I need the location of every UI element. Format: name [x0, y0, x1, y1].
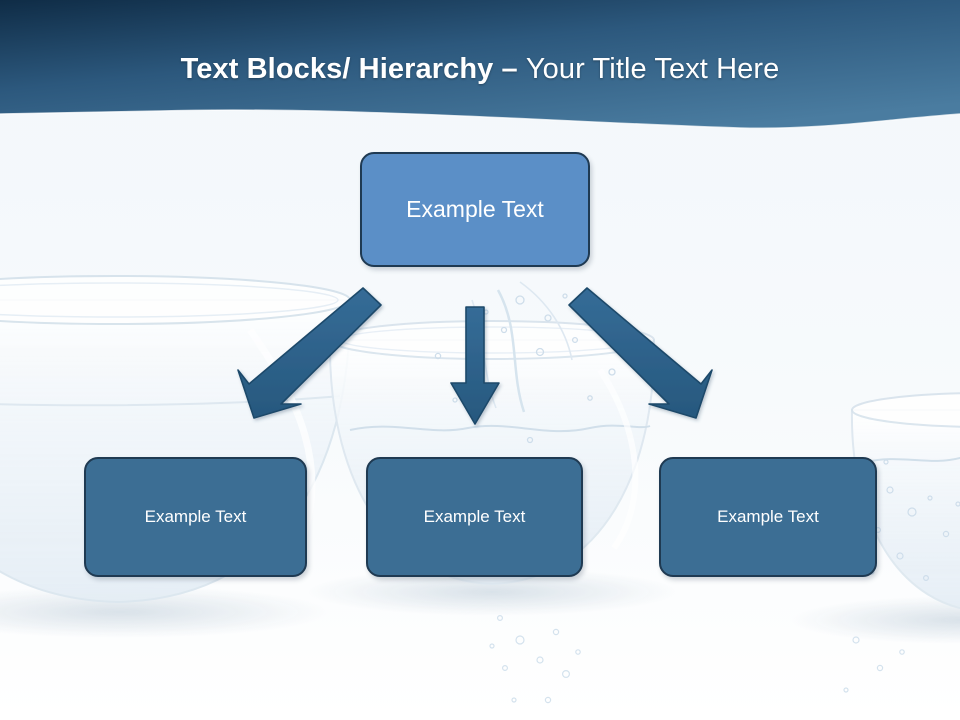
page-title-regular: Your Title Text Here [525, 53, 780, 85]
header-band [0, 0, 960, 129]
hierarchy-root-label: Example Text [406, 196, 544, 222]
hierarchy-child-label-1: Example Text [144, 507, 247, 526]
hierarchy-child-label-3: Example Text [717, 507, 819, 526]
hierarchy-child-node-2[interactable]: Example Text [366, 457, 583, 577]
hierarchy-child-node-3[interactable]: Example Text [659, 457, 877, 577]
hierarchy-child-node-1[interactable]: Example Text [84, 457, 307, 577]
arrow-down-right-icon [568, 287, 713, 419]
arrow-down-icon [450, 306, 500, 425]
arrow-down-left-icon [237, 287, 382, 419]
hierarchy-child-label-2: Example Text [423, 507, 526, 526]
page-title: Text Blocks/ Hierarchy – Your Title Text… [0, 52, 960, 86]
page-title-bold: Text Blocks/ Hierarchy [180, 53, 494, 85]
page-title-dash: – [493, 53, 526, 85]
hierarchy-root-node[interactable]: Example Text [360, 152, 590, 267]
